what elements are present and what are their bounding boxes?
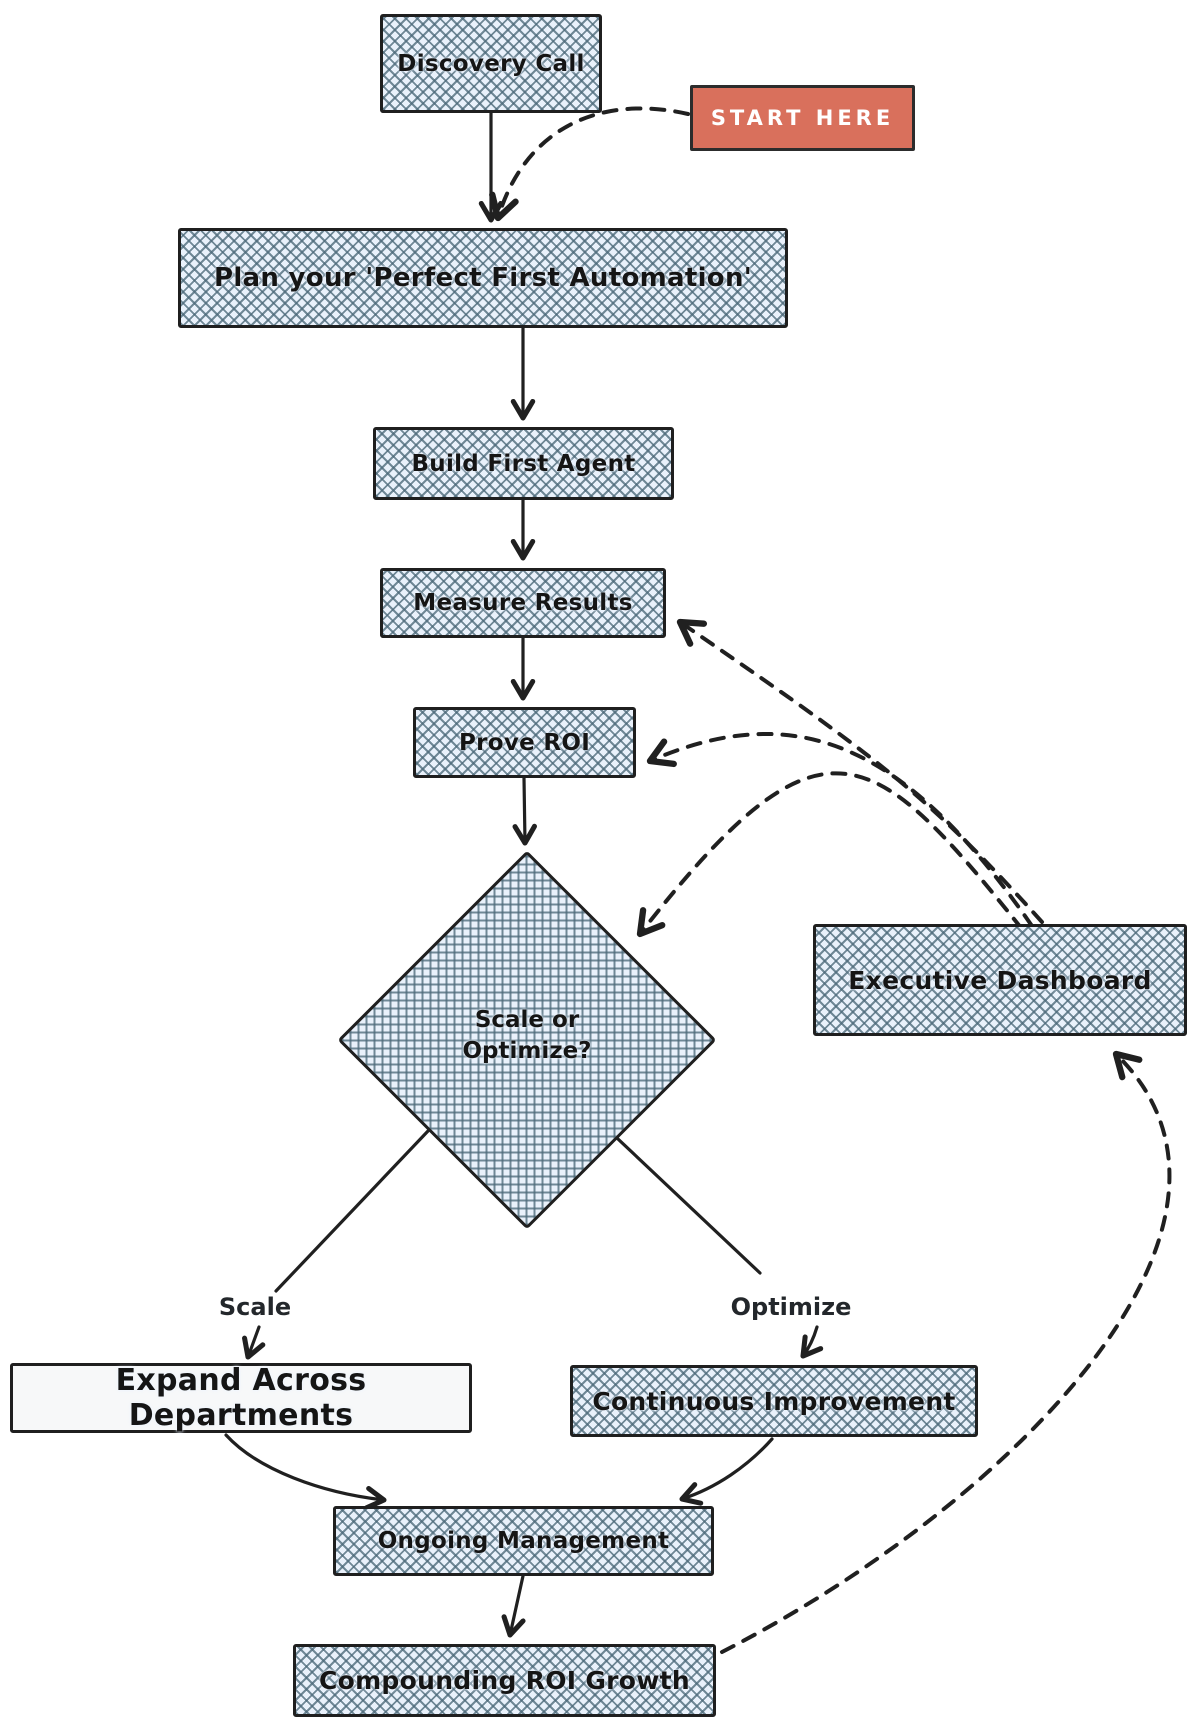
node-prove-label: Prove ROI [458, 729, 591, 756]
node-discovery-call: Discovery Call [380, 14, 602, 113]
node-discovery-call-label: Discovery Call [397, 50, 585, 77]
edge-scale-arrow [242, 1325, 266, 1360]
node-continuous-improvement: Continuous Improvement [570, 1365, 978, 1437]
node-plan-label: Plan your 'Perfect First Automation' [213, 263, 753, 293]
node-build-first-agent: Build First Agent [373, 427, 674, 500]
arrow-dashboard-to-prove [646, 732, 1034, 928]
arrow-compounding-to-dashboard [720, 1050, 1172, 1654]
node-ongoing-management: Ongoing Management [333, 1506, 714, 1576]
node-measure-label: Measure Results [413, 590, 633, 616]
node-expand-label: Expand Across Departments [115, 1363, 367, 1433]
arrow-dashboard-to-measure [676, 618, 1044, 924]
node-plan-first-automation: Plan your 'Perfect First Automation' [178, 228, 788, 328]
node-decision-label: Scale or Optimize? [462, 1007, 592, 1065]
node-start-here-label: START HERE [710, 106, 895, 130]
arrow-starthere-to-plan [489, 106, 690, 222]
node-executive-dashboard: Executive Dashboard [813, 924, 1187, 1036]
node-dashboard-label: Executive Dashboard [848, 965, 1152, 995]
edge-optimize-line [616, 1137, 762, 1275]
arrow-continuous-to-ongoing [679, 1437, 774, 1506]
node-continuous-label: Continuous Improvement [592, 1386, 956, 1416]
node-expand-departments: Expand Across Departments [10, 1363, 472, 1433]
node-compounding-label: Compounding ROI Growth [318, 1666, 691, 1695]
arrow-expand-to-ongoing [224, 1433, 387, 1511]
edge-label-scale: Scale [218, 1293, 292, 1321]
node-ongoing-label: Ongoing Management [377, 1528, 670, 1554]
arrow-ongoing-to-compounding [501, 1574, 526, 1638]
arrow-prove-to-decision [512, 776, 537, 846]
edge-scale-line [274, 1129, 430, 1293]
node-compounding-roi-growth: Compounding ROI Growth [293, 1644, 716, 1717]
node-measure-results: Measure Results [380, 568, 666, 638]
edge-label-optimize: Optimize [730, 1293, 852, 1321]
node-prove-roi: Prove ROI [413, 707, 636, 778]
node-start-here: START HERE [690, 85, 915, 151]
edge-optimize-arrow [800, 1325, 824, 1359]
node-build-label: Build First Agent [411, 450, 636, 477]
arrow-dashboard-to-decision [636, 771, 1024, 938]
